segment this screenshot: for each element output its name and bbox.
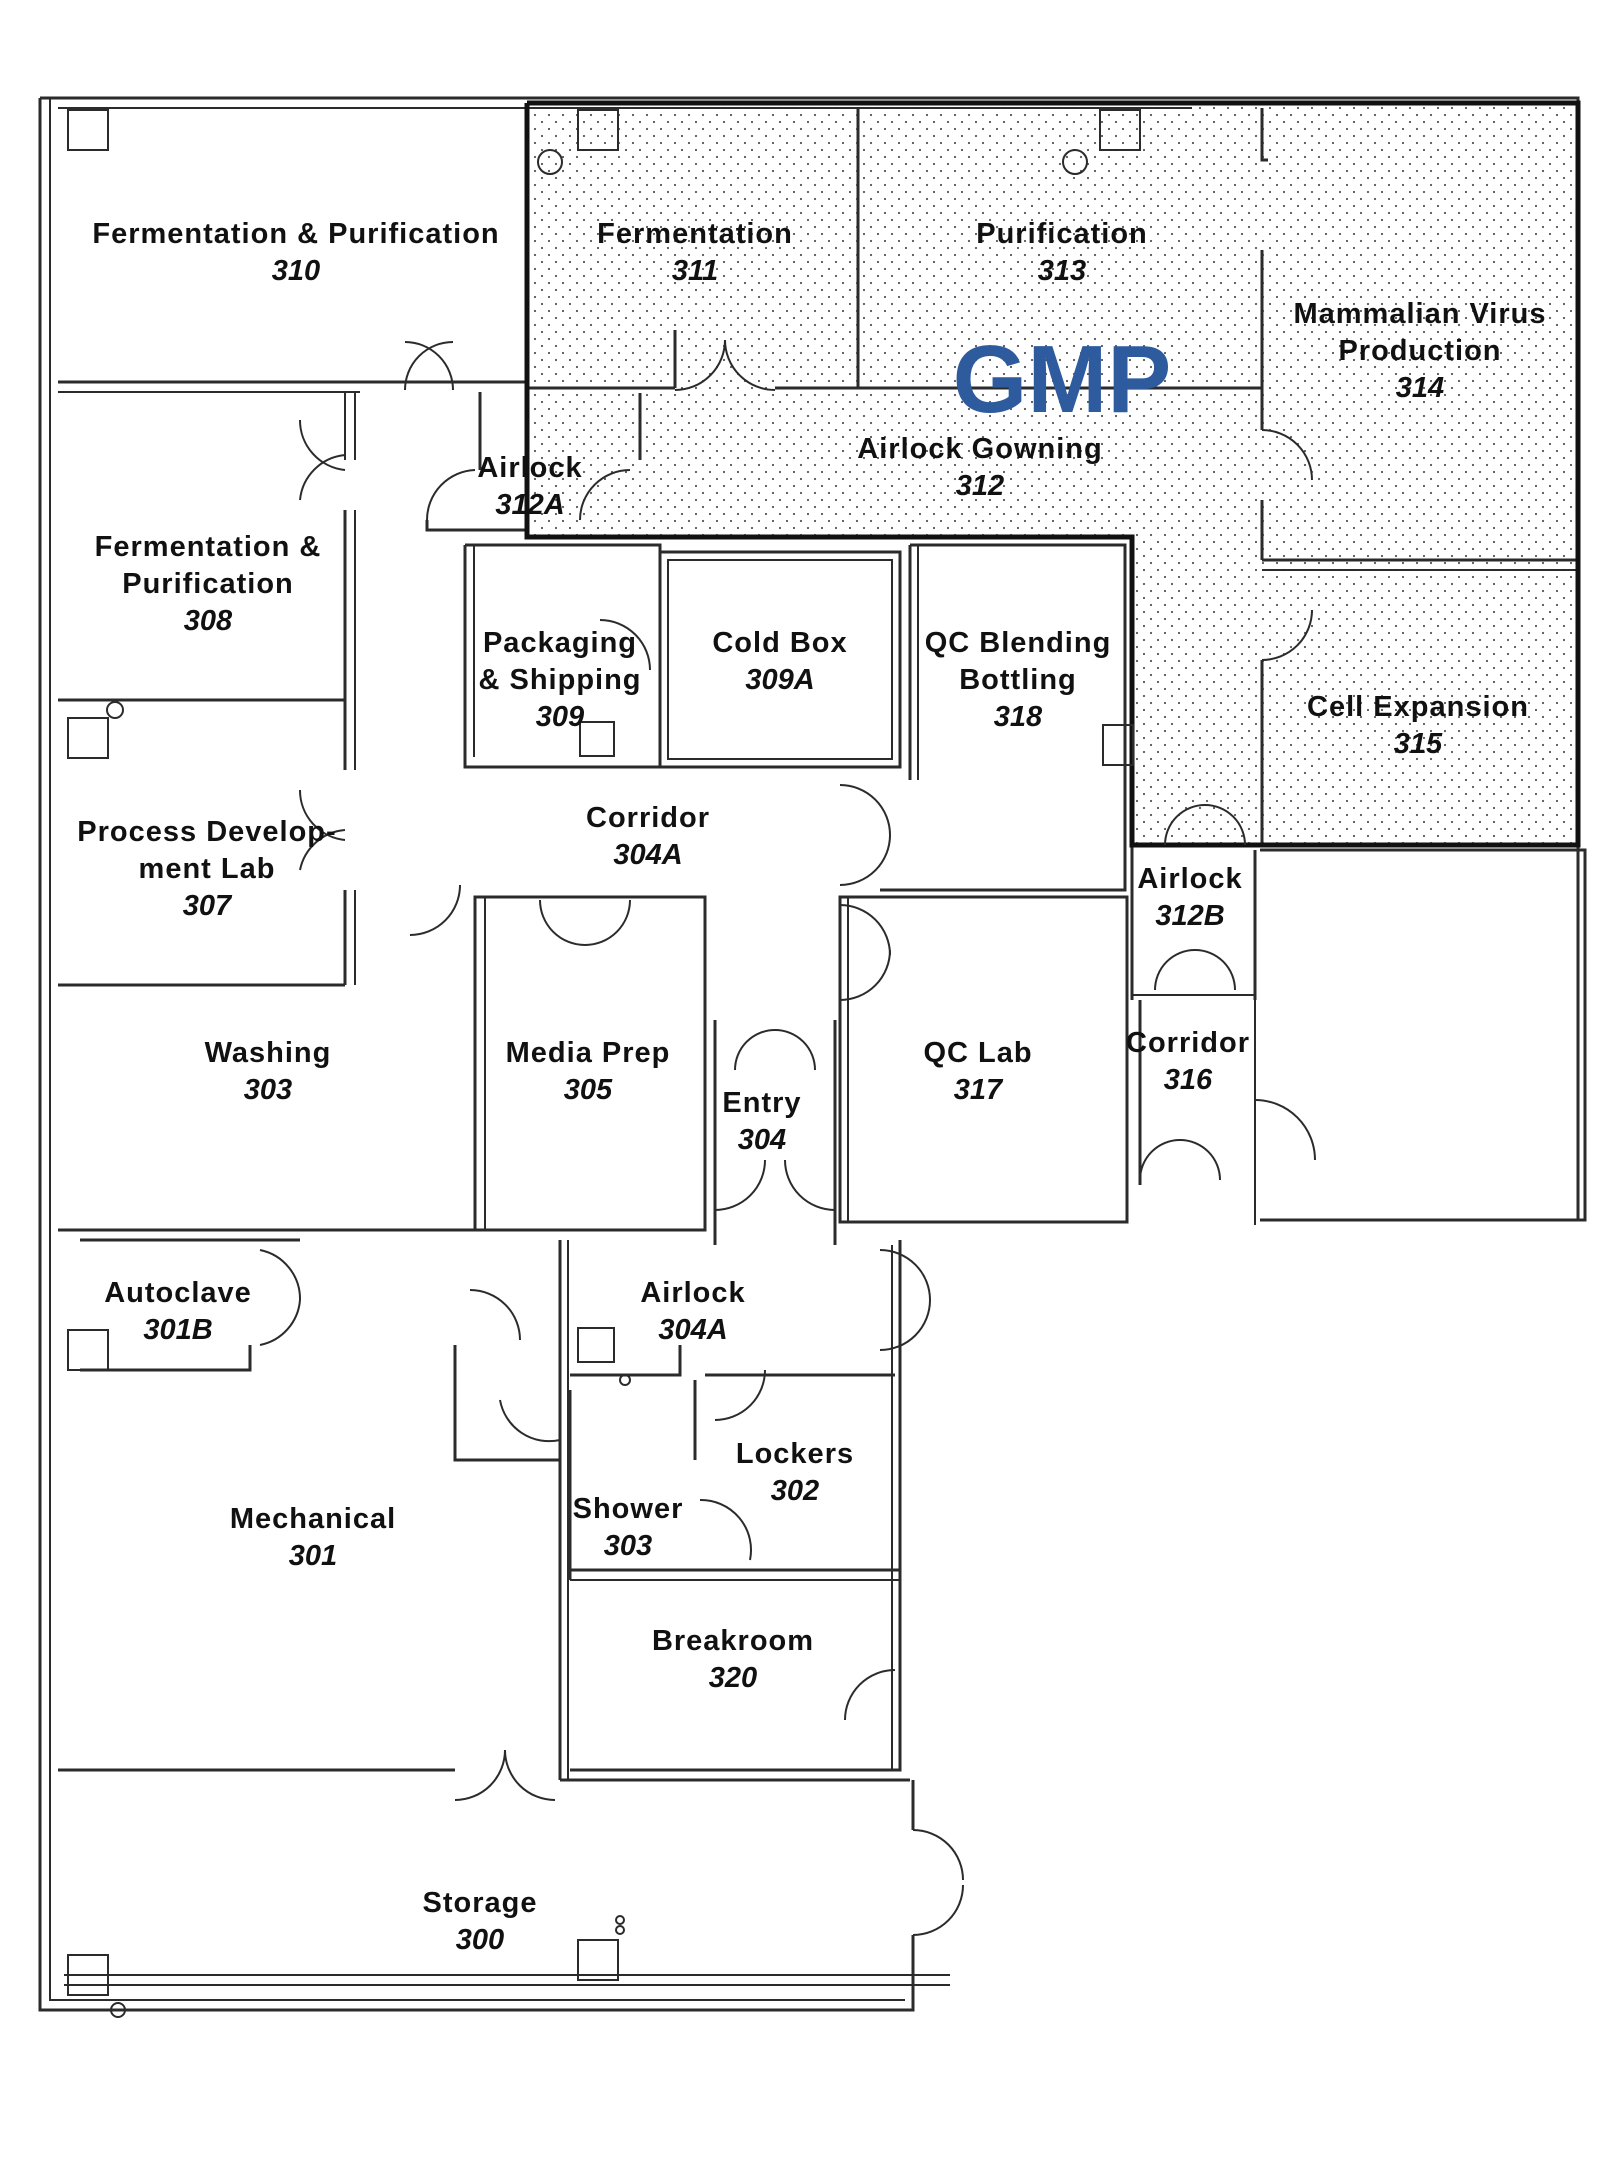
gmp-zone-label: GMP bbox=[953, 326, 1172, 433]
room-312: Airlock Gowning 312 bbox=[857, 433, 1102, 502]
room-number: 302 bbox=[771, 1475, 819, 1507]
room-312b: Airlock 312B bbox=[1137, 863, 1242, 932]
room-name: Breakroom bbox=[652, 1625, 814, 1657]
room-name: Production bbox=[1338, 335, 1501, 367]
room-number: 303 bbox=[604, 1530, 652, 1562]
door-swings bbox=[259, 339, 1316, 1936]
room-number: 320 bbox=[709, 1662, 757, 1694]
room-number: 309 bbox=[536, 701, 584, 733]
room-number: 303 bbox=[244, 1074, 292, 1106]
room-304: Entry 304 bbox=[722, 1087, 801, 1156]
room-310: Fermentation & Purification 310 bbox=[92, 218, 499, 287]
room-name: Process Develop- bbox=[77, 816, 336, 848]
room-number: 301B bbox=[143, 1314, 212, 1346]
room-number: 312A bbox=[495, 489, 564, 521]
room-315: Cell Expansion 315 bbox=[1307, 691, 1529, 760]
room-name: Mammalian Virus bbox=[1293, 298, 1546, 330]
room-name: Washing bbox=[205, 1037, 332, 1069]
room-number: 317 bbox=[954, 1074, 1004, 1106]
room-number: 318 bbox=[994, 701, 1043, 733]
interior-walls bbox=[58, 108, 1578, 2000]
room-number: 315 bbox=[1394, 728, 1443, 760]
room-303-shower: Shower 303 bbox=[573, 1493, 684, 1562]
room-name: Corridor bbox=[586, 802, 710, 834]
room-number: 301 bbox=[289, 1540, 337, 1572]
room-name: Cell Expansion bbox=[1307, 691, 1529, 723]
room-301b: Autoclave 301B bbox=[104, 1277, 252, 1346]
room-name: Purification bbox=[976, 218, 1148, 250]
room-303-washing: Washing 303 bbox=[205, 1037, 332, 1106]
room-name: Airlock Gowning bbox=[857, 433, 1102, 465]
room-name: Storage bbox=[423, 1887, 538, 1919]
room-312a: Airlock 312A bbox=[477, 452, 582, 521]
room-302: Lockers 302 bbox=[736, 1438, 854, 1507]
room-name: Packaging bbox=[483, 627, 637, 659]
room-305: Media Prep 305 bbox=[506, 1037, 671, 1106]
room-number: 309A bbox=[745, 664, 814, 696]
room-309a: Cold Box 309A bbox=[712, 627, 847, 696]
room-name: Entry bbox=[722, 1087, 801, 1119]
room-308: Fermentation & Purification 308 bbox=[95, 531, 322, 637]
room-314: Mammalian Virus Production 314 bbox=[1293, 298, 1546, 404]
gmp-zone-fill bbox=[527, 103, 1578, 845]
room-name: Airlock bbox=[640, 1277, 745, 1309]
room-name: Fermentation & Purification bbox=[92, 218, 499, 250]
room-number: 300 bbox=[456, 1924, 504, 1956]
room-318: QC Blending Bottling 318 bbox=[925, 627, 1112, 733]
room-316: Corridor 316 bbox=[1126, 1027, 1250, 1096]
room-317: QC Lab 317 bbox=[923, 1037, 1032, 1106]
room-number: 307 bbox=[183, 890, 233, 922]
room-number: 313 bbox=[1038, 255, 1086, 287]
room-name: & Shipping bbox=[478, 664, 641, 696]
room-number: 312B bbox=[1155, 900, 1224, 932]
room-name: Mechanical bbox=[230, 1503, 396, 1535]
room-name: Fermentation bbox=[597, 218, 793, 250]
room-307: Process Develop- ment Lab 307 bbox=[77, 816, 336, 922]
room-name: Media Prep bbox=[506, 1037, 671, 1069]
room-320: Breakroom 320 bbox=[652, 1625, 814, 1694]
room-301: Mechanical 301 bbox=[230, 1503, 396, 1572]
room-number: 308 bbox=[184, 605, 233, 637]
gmp-zone-outline bbox=[524, 100, 1581, 848]
room-304a-airlock: Airlock 304A bbox=[640, 1277, 745, 1346]
room-309: Packaging & Shipping 309 bbox=[478, 627, 641, 733]
room-name: Autoclave bbox=[104, 1277, 252, 1309]
room-name: Purification bbox=[122, 568, 294, 600]
room-name: Lockers bbox=[736, 1438, 854, 1470]
room-name: QC Blending bbox=[925, 627, 1112, 659]
room-number: 304 bbox=[738, 1124, 786, 1156]
room-name: Airlock bbox=[1137, 863, 1242, 895]
room-304a-corridor: Corridor 304A bbox=[586, 802, 710, 871]
room-number: 304A bbox=[613, 839, 682, 871]
room-number: 310 bbox=[272, 255, 320, 287]
room-name: Bottling bbox=[959, 664, 1077, 696]
room-number: 311 bbox=[672, 255, 718, 287]
room-name: Fermentation & bbox=[95, 531, 322, 563]
room-name: Cold Box bbox=[712, 627, 847, 659]
room-name: ment Lab bbox=[139, 853, 276, 885]
fixtures bbox=[67, 109, 1141, 2018]
room-number: 305 bbox=[564, 1074, 613, 1106]
room-300: Storage 300 bbox=[423, 1887, 538, 1956]
room-name: Corridor bbox=[1126, 1027, 1250, 1059]
room-name: Airlock bbox=[477, 452, 582, 484]
room-311: Fermentation 311 bbox=[597, 218, 793, 287]
room-313: Purification 313 bbox=[976, 218, 1148, 287]
room-number: 314 bbox=[1396, 372, 1444, 404]
room-number: 304A bbox=[658, 1314, 727, 1346]
room-number: 316 bbox=[1164, 1064, 1213, 1096]
room-name: Shower bbox=[573, 1493, 684, 1525]
room-number: 312 bbox=[956, 470, 1004, 502]
room-name: QC Lab bbox=[923, 1037, 1032, 1069]
